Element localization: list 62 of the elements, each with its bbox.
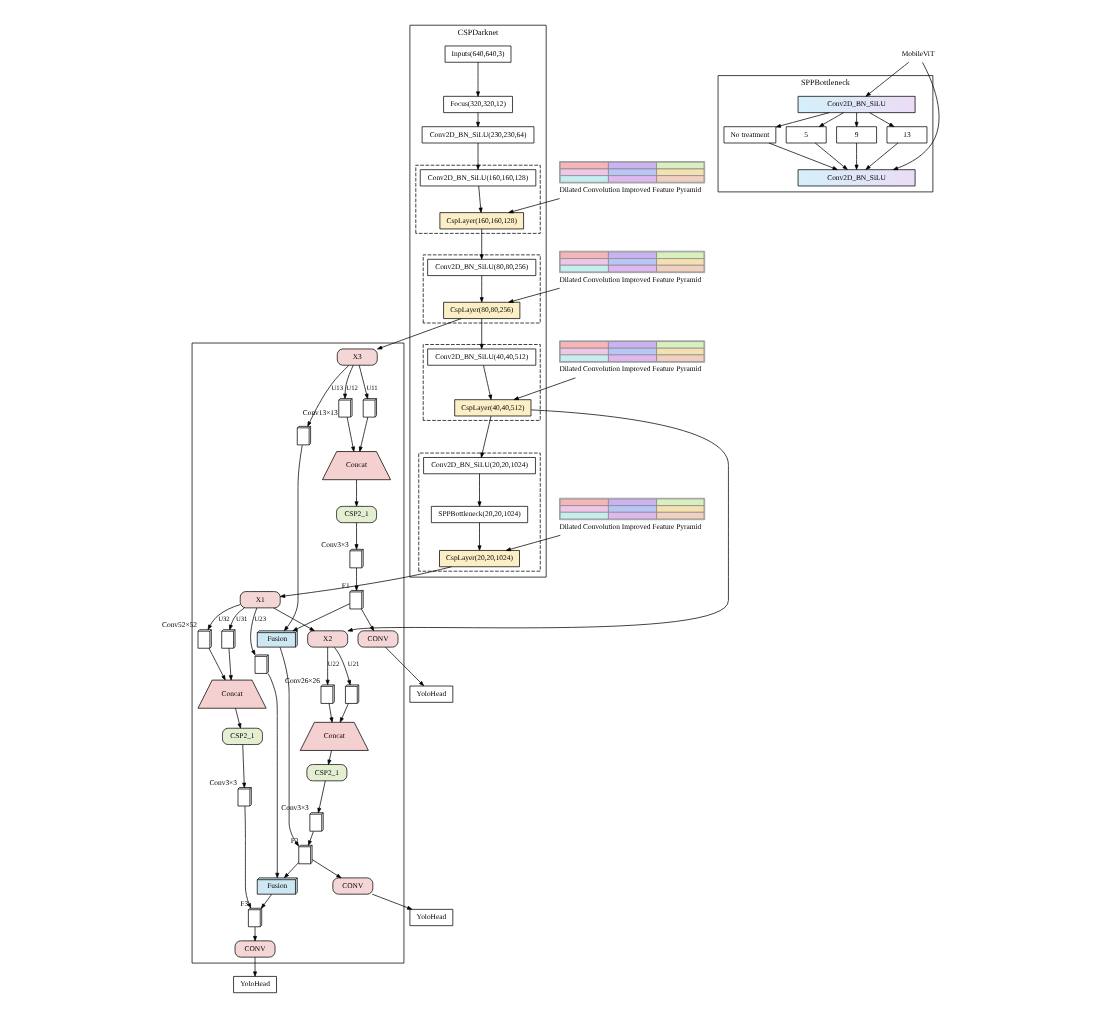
arrow — [207, 648, 225, 681]
arrow — [342, 364, 353, 399]
arrow — [345, 416, 354, 452]
arrow — [252, 926, 256, 942]
arrow — [504, 534, 560, 552]
arrow — [482, 364, 492, 400]
arrow — [384, 646, 424, 687]
arrow — [512, 377, 575, 400]
arrow — [357, 364, 368, 399]
arrow — [306, 364, 349, 427]
arrow — [324, 646, 329, 685]
arrow — [234, 707, 241, 729]
arrow — [326, 750, 331, 765]
arrow — [507, 198, 559, 214]
arrow — [478, 275, 483, 303]
arrow — [278, 646, 298, 847]
arrow — [241, 744, 246, 788]
arrow — [774, 112, 829, 128]
arrow — [476, 522, 481, 551]
arrow — [353, 479, 358, 507]
arrow — [478, 228, 483, 260]
arrow — [333, 647, 350, 686]
arrow — [282, 444, 302, 632]
arrow — [357, 416, 368, 452]
arrow — [227, 648, 232, 681]
arrow — [478, 318, 483, 350]
arrow — [338, 703, 348, 723]
arrow — [475, 112, 479, 128]
arrow — [477, 185, 482, 213]
arrow — [266, 673, 279, 878]
arrow — [360, 608, 374, 632]
arrow — [316, 780, 325, 814]
arrow — [353, 567, 358, 591]
arrow — [353, 522, 358, 550]
arrow — [310, 859, 341, 879]
arrow — [479, 415, 491, 458]
arrow — [767, 142, 837, 170]
arrow — [475, 142, 479, 170]
arrow — [813, 142, 847, 170]
arrow — [853, 142, 858, 170]
arrow — [307, 831, 313, 846]
arrow — [249, 607, 257, 656]
arrow — [853, 112, 858, 128]
arrow — [279, 566, 451, 598]
arrow — [370, 893, 412, 910]
arrow — [817, 112, 843, 127]
arrow — [864, 61, 909, 97]
arrow — [283, 862, 298, 879]
arrow — [868, 112, 894, 127]
arrow — [291, 603, 350, 632]
arrow — [475, 61, 479, 97]
arrow — [891, 62, 939, 170]
arrow — [376, 318, 461, 350]
arrow — [228, 607, 244, 630]
arrow — [864, 142, 898, 170]
arrow — [327, 703, 333, 723]
arrow — [243, 805, 251, 909]
arrow — [272, 607, 314, 632]
arrow — [346, 409, 728, 632]
arrow — [252, 956, 256, 977]
arrow — [507, 287, 559, 303]
arrow — [476, 473, 481, 507]
